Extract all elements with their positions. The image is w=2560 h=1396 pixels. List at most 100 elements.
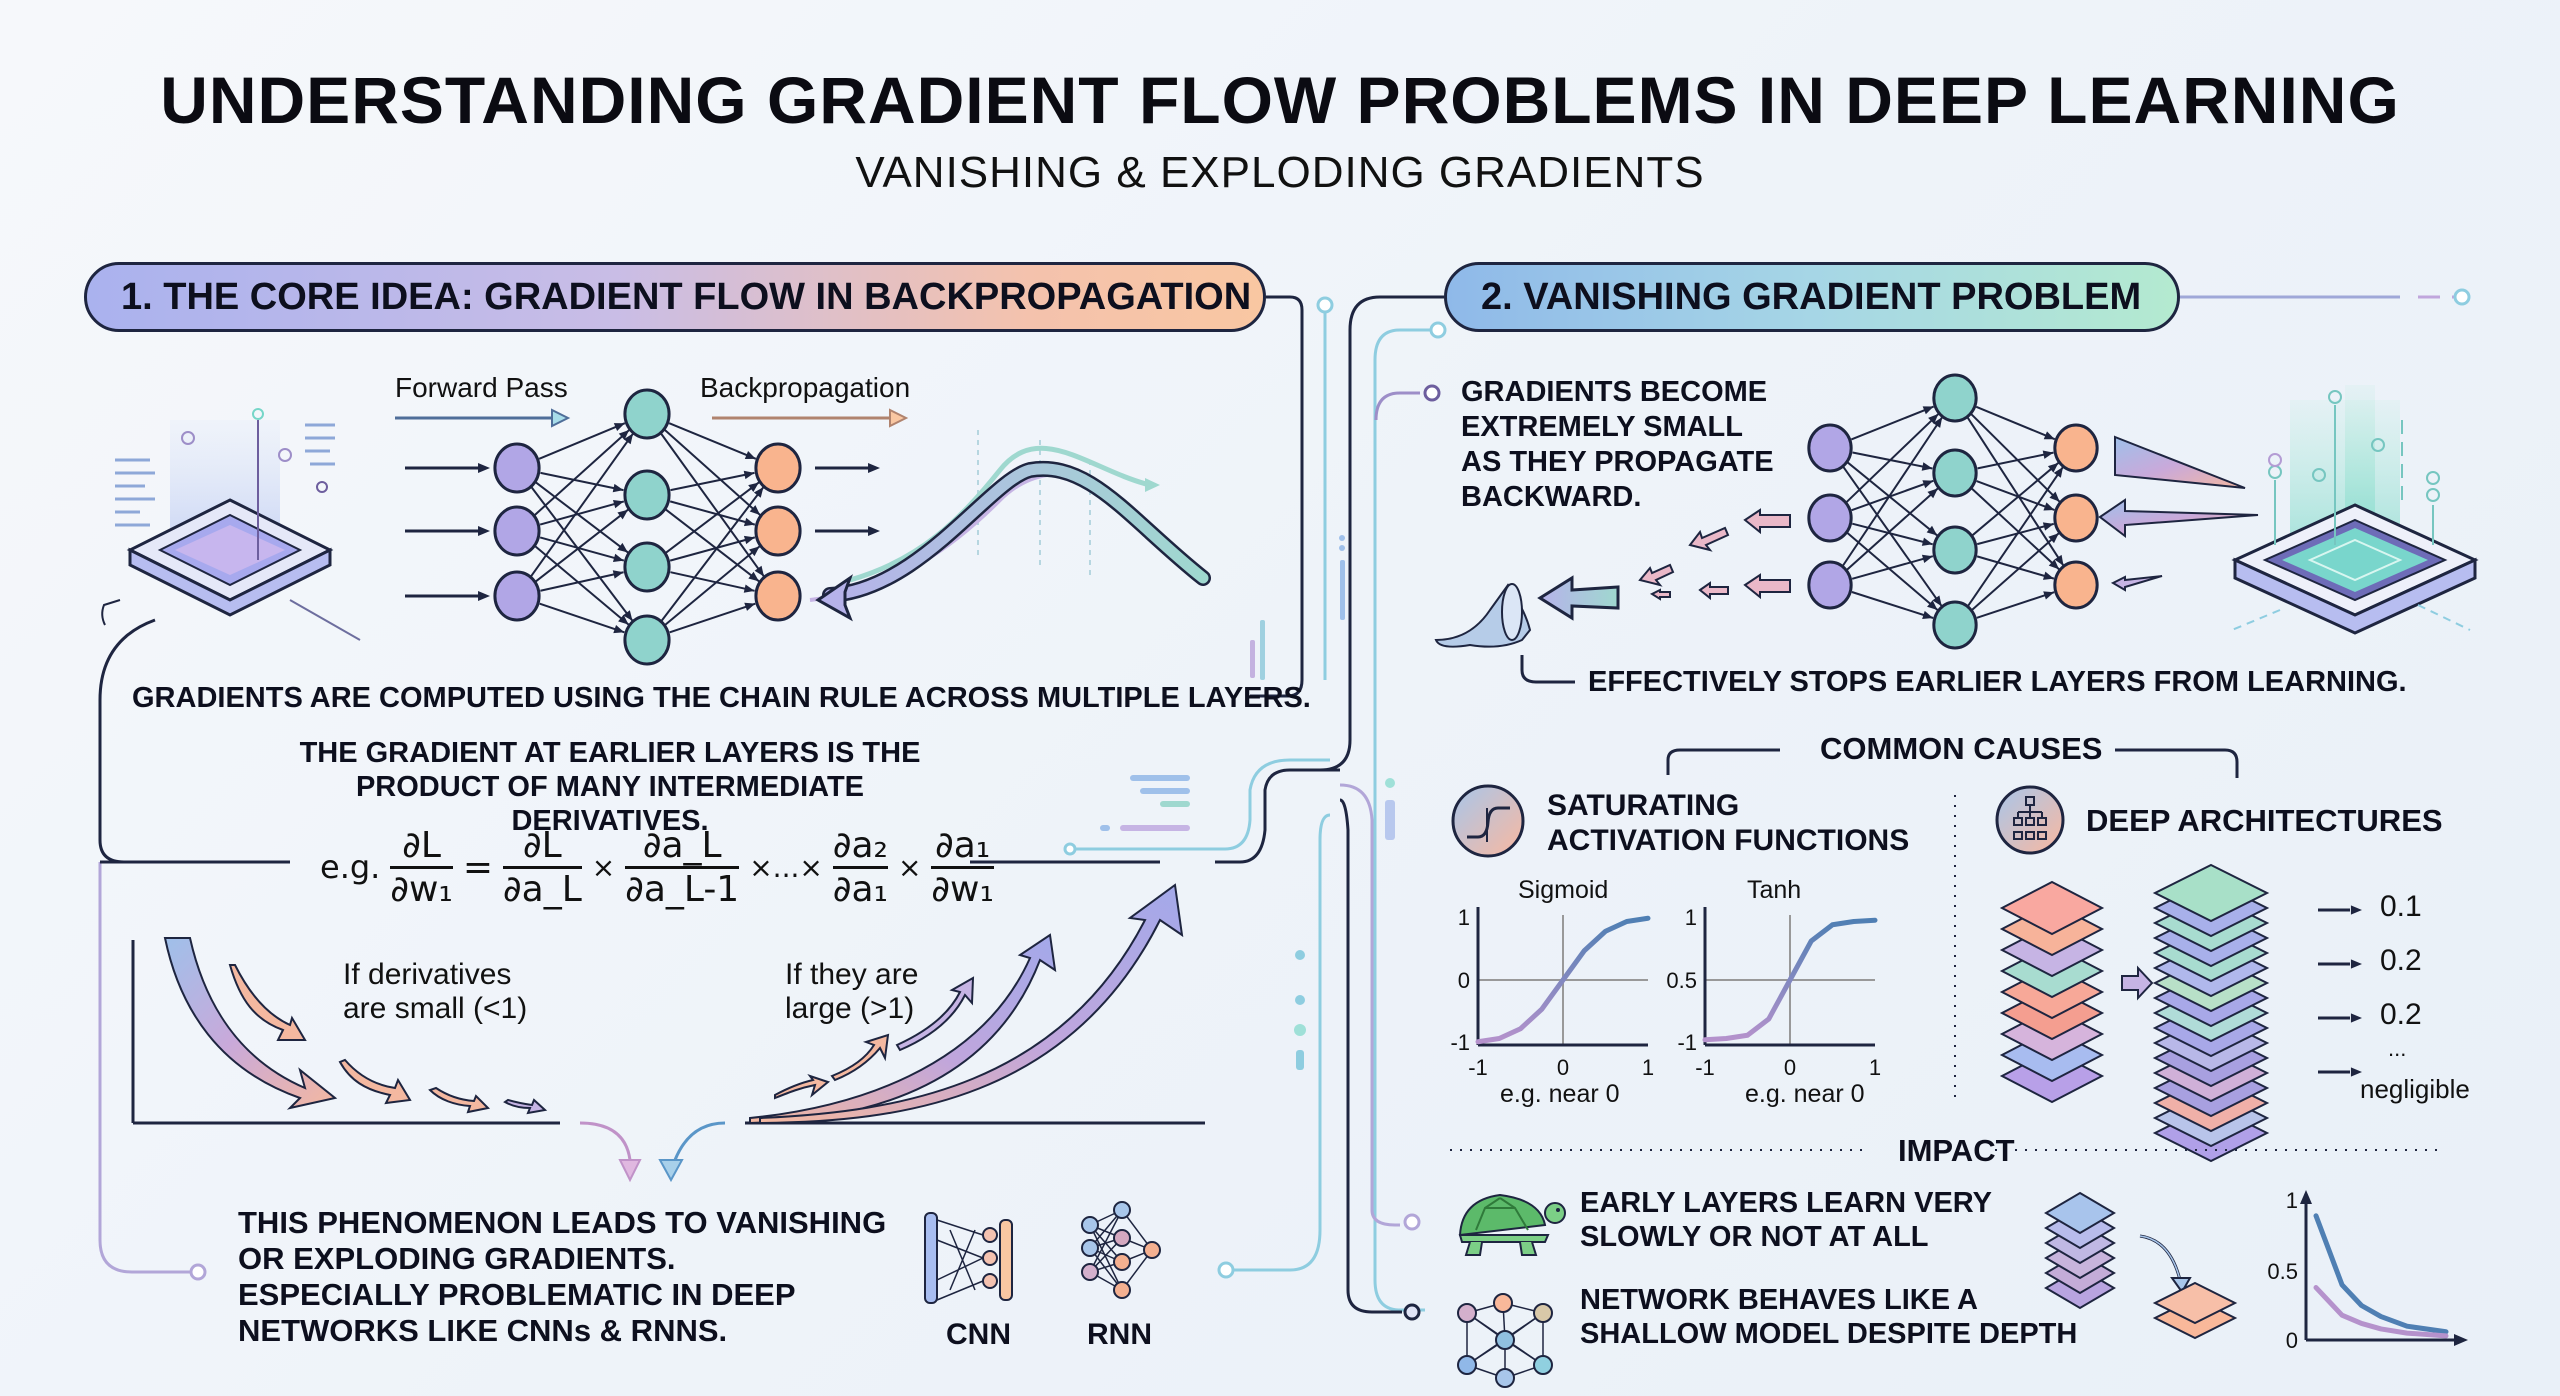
cnn-icon	[924, 1212, 1013, 1304]
backprop-label: Backpropagation	[700, 372, 911, 403]
arrowhead	[1927, 488, 1938, 499]
arrowhead	[623, 610, 633, 621]
conclusion-line: THIS PHENOMENON LEADS TO VANISHING	[238, 1205, 887, 1240]
x-tick-label: 0	[1557, 1055, 1569, 1080]
formula-term2: ∂a_L ∂a_L-1	[625, 825, 740, 910]
arrowhead	[1927, 600, 1938, 611]
section1-heading: 1. THE CORE IDEA: GRADIENT FLOW IN BACKP…	[84, 262, 1266, 332]
x-tick-label: 0	[1784, 1055, 1796, 1080]
neuron-node	[623, 614, 671, 666]
collapsing-layer-stack	[2044, 1191, 2116, 1310]
arrowhead	[2043, 502, 2055, 511]
arrowhead	[618, 430, 630, 441]
neuron-node	[754, 505, 802, 557]
arrowhead	[1922, 480, 1934, 489]
arrowhead	[478, 525, 490, 537]
arrowhead	[2042, 571, 2054, 580]
arrowhead	[623, 433, 634, 445]
impact2-line: NETWORK BEHAVES LIKE A	[1580, 1284, 1978, 1316]
formula-term1: ∂L ∂a_L	[503, 825, 582, 910]
product-text: THE GRADIENT AT EARLIER LAYERS IS THE PR…	[280, 736, 940, 838]
impact1-line: SLOWLY OR NOT AT ALL	[1580, 1221, 1929, 1253]
arrowhead	[753, 487, 764, 498]
rnn-node	[1113, 1253, 1131, 1271]
connection-edge	[535, 508, 629, 583]
cause-saturating-line1: SATURATING	[1547, 789, 1740, 822]
neuron-node	[493, 570, 541, 622]
neuron-node	[493, 505, 541, 557]
gradient-wedge-arrows	[2098, 435, 2259, 592]
description-line: GRADIENTS BECOME	[1461, 376, 1768, 408]
conclusion-line: OR EXPLODING GRADIENTS.	[238, 1241, 676, 1276]
gradient-wave-icon	[809, 430, 1211, 622]
cause-saturating: SATURATING ACTIVATION FUNCTIONS	[1547, 788, 1909, 858]
arrowhead	[1922, 406, 1934, 415]
arrowhead	[743, 470, 755, 480]
arrowhead	[2350, 905, 2362, 915]
neuron-node	[2053, 423, 2099, 473]
arrowhead	[2049, 491, 2060, 502]
neuron-node	[1932, 600, 1978, 650]
arrowhead	[1928, 413, 1939, 425]
impact2-line: SHALLOW MODEL DESPITE DEPTH	[1580, 1318, 2078, 1350]
arrowhead	[612, 483, 624, 493]
small-label-line1: If derivatives	[343, 958, 512, 991]
formula-term3: ∂a₂ ∂a₁	[832, 825, 888, 910]
formula-den: ∂a_L	[503, 868, 582, 910]
arrowhead	[613, 423, 625, 432]
description-line: AS THEY PROPAGATE	[1461, 446, 1774, 478]
connection-edge	[1976, 480, 2055, 511]
y-tick-label: -1	[1450, 1030, 1470, 1055]
chip-connector	[101, 599, 121, 626]
connection-edge	[1977, 451, 2054, 470]
connection-edge	[1976, 522, 2055, 546]
neuron-node	[1932, 373, 1978, 423]
common-causes-heading: COMMON CAUSES	[1820, 731, 2103, 766]
arrowhead	[754, 565, 764, 577]
connection-edge	[540, 571, 624, 592]
large-backward-arrow	[1537, 575, 1620, 621]
formula-equals: =	[462, 846, 494, 888]
x-tick-label: 1	[1642, 1055, 1654, 1080]
neuron-node	[1807, 423, 1853, 473]
merge-arrow-right	[658, 1159, 684, 1183]
rnn-node	[1081, 1216, 1099, 1234]
connection-edge	[1852, 522, 1933, 546]
stacked-bars-decor	[1100, 775, 1190, 831]
description-line: BACKWARD.	[1461, 481, 1642, 513]
rnn-node	[1143, 1241, 1161, 1259]
y-tick-label: 1	[2286, 1188, 2298, 1213]
layer-plate	[2044, 1191, 2116, 1235]
gradient-magnitude-illustration	[131, 883, 1205, 1125]
neuron-node	[754, 442, 802, 494]
neuron-node	[623, 541, 671, 593]
x-tick-label: 1	[1869, 1055, 1881, 1080]
shallow-layer-stack	[1999, 880, 2105, 1104]
rnn-node	[1081, 1263, 1099, 1281]
decay-curve	[2313, 1285, 2449, 1339]
connection-edge	[1852, 451, 1933, 470]
section1-heading-text: 1. THE CORE IDEA: GRADIENT FLOW IN BACKP…	[121, 275, 1252, 318]
page-subtitle: VANISHING & EXPLODING GRADIENTS	[855, 148, 1705, 197]
shallow-stack	[2152, 1281, 2238, 1340]
arrowhead	[612, 570, 624, 579]
arrowhead	[2350, 1013, 2362, 1023]
arrowhead	[2350, 1067, 2362, 1077]
rnn-node	[1081, 1239, 1099, 1257]
arrowhead	[617, 509, 629, 520]
connection-edge	[665, 481, 760, 554]
conclusion-line: ESPECIALLY PROBLEMATIC IN DEEP	[238, 1277, 796, 1312]
connection-edge	[660, 432, 765, 578]
rnn-node	[1113, 1229, 1131, 1247]
tanh-xlabel: e.g. near 0	[1745, 1080, 1865, 1108]
connection-edge	[534, 429, 630, 516]
formula-den: ∂w₁	[390, 868, 453, 910]
connection-edge	[664, 545, 761, 626]
backprop-arrow	[712, 408, 909, 428]
icon-node	[1495, 1330, 1515, 1350]
large-label-line2: large (>1)	[785, 992, 915, 1025]
connection-edge	[669, 602, 756, 634]
dot-accent	[1250, 535, 1395, 1070]
chain-rule-text: GRADIENTS ARE COMPUTED USING THE CHAIN R…	[132, 682, 1311, 714]
vanishing-description: GRADIENTS BECOME EXTREMELY SMALL AS THEY…	[1461, 375, 1774, 515]
